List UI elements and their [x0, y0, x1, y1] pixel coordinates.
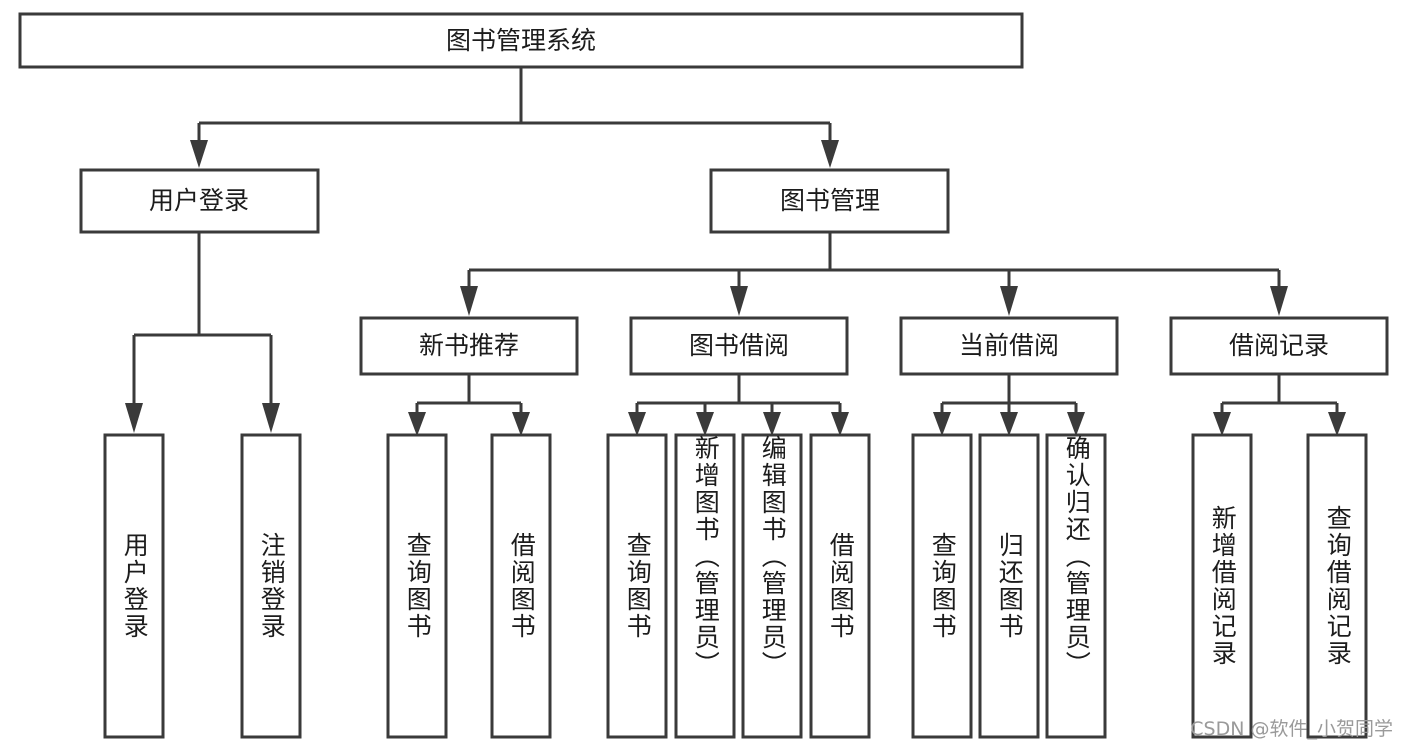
arrow-head-icon: [190, 140, 208, 168]
leaf-box-rect[interactable]: [1306, 433, 1368, 739]
connector-book-mgmt-to-level3: [460, 232, 1288, 316]
node-label: 图书管理: [780, 186, 880, 215]
leaf-node-return-book[interactable]: 归还图书: [980, 435, 1038, 737]
arrow-head-icon: [262, 403, 280, 433]
node-label: 借阅记录: [1229, 331, 1329, 360]
leaf-label: 确认归还（管理员）: [1062, 435, 1092, 678]
node-new-book-recommend[interactable]: 新书推荐: [359, 316, 579, 376]
leaf-box-rect[interactable]: [606, 433, 668, 739]
node-borrow-record[interactable]: 借阅记录: [1169, 316, 1389, 376]
leaf-label: 编辑图书（管理员）: [758, 435, 788, 678]
arrow-head-icon: [1000, 286, 1018, 316]
arrow-head-icon: [460, 286, 478, 316]
leaf-node-add-book-admin[interactable]: 新增图书（管理员）: [676, 435, 734, 737]
csdn-watermark: CSDN @软件_小贺同学: [1190, 718, 1393, 740]
leaf-box-rect[interactable]: [978, 433, 1040, 739]
leaf-node-logout[interactable]: 注销登录: [242, 435, 300, 737]
leaf-box-rect[interactable]: [741, 433, 803, 739]
node-book-management[interactable]: 图书管理: [709, 168, 950, 234]
arrow-head-icon: [933, 412, 951, 436]
leaf-label: 用户登录: [120, 532, 150, 640]
arrow-head-icon: [1067, 412, 1085, 436]
node-label: 图书管理系统: [446, 26, 596, 55]
leaf-node-borrow-book[interactable]: 借阅图书: [811, 435, 869, 737]
arrow-head-icon: [408, 412, 426, 436]
node-label: 新书推荐: [419, 331, 519, 360]
leaf-node-query-book-recommend[interactable]: 查询图书: [388, 435, 446, 737]
node-user-login[interactable]: 用户登录: [79, 168, 320, 234]
node-box-rect: [1169, 316, 1389, 376]
node-book-borrow[interactable]: 图书借阅: [629, 316, 849, 376]
node-box-rect: [18, 12, 1024, 69]
leaf-node-query-book[interactable]: 查询图书: [608, 435, 666, 737]
leaf-node-query-borrow-record[interactable]: 查询借阅记录: [1308, 435, 1366, 737]
leaf-label: 查询借阅记录: [1323, 505, 1353, 667]
node-root-system[interactable]: 图书管理系统: [18, 12, 1024, 69]
node-box-rect: [359, 316, 579, 376]
leaf-node-query-book-current[interactable]: 查询图书: [913, 435, 971, 737]
arrow-head-icon: [512, 412, 530, 436]
leaf-node-add-borrow-record[interactable]: 新增借阅记录: [1193, 435, 1251, 737]
arrow-head-icon: [125, 403, 143, 433]
leaf-box-rect[interactable]: [490, 433, 552, 739]
leaf-box-rect[interactable]: [1191, 433, 1253, 739]
arrow-head-icon: [1328, 412, 1346, 436]
leaf-box-rect[interactable]: [386, 433, 448, 739]
leaf-node-user-login[interactable]: 用户登录: [105, 435, 163, 737]
connector-borrow-record-to-leaves: [1213, 374, 1346, 436]
arrow-head-icon: [628, 412, 646, 436]
leaf-label: 查询图书: [928, 532, 958, 640]
node-label: 当前借阅: [959, 331, 1059, 360]
connector-new-book-to-leaves: [408, 374, 530, 436]
leaf-box-rect[interactable]: [103, 433, 165, 739]
leaf-boxes-new-book-recommend: [386, 433, 552, 739]
arrow-head-icon: [1270, 286, 1288, 316]
leaf-boxes-user-login: [103, 433, 302, 739]
leaf-label: 借阅图书: [826, 532, 856, 640]
arrow-head-icon: [821, 140, 839, 168]
leaf-label: 注销登录: [257, 532, 287, 640]
leaf-box-rect[interactable]: [809, 433, 871, 739]
leaf-node-confirm-return-admin[interactable]: 确认归还（管理员）: [1047, 435, 1105, 737]
node-box-rect: [709, 168, 950, 234]
connector-book-borrow-to-leaves: [628, 374, 849, 436]
node-box-rect: [899, 316, 1119, 376]
leaf-label: 归还图书: [995, 532, 1025, 640]
node-label: 用户登录: [149, 186, 249, 215]
leaf-label: 查询图书: [403, 532, 433, 640]
leaf-node-borrow-book-recommend[interactable]: 借阅图书: [492, 435, 550, 737]
leaf-box-rect[interactable]: [911, 433, 973, 739]
arrow-head-icon: [1000, 412, 1018, 436]
leaf-label: 借阅图书: [507, 532, 537, 640]
connector-current-borrow-to-leaves: [933, 374, 1085, 436]
leaf-node-edit-book-admin[interactable]: 编辑图书（管理员）: [743, 435, 801, 737]
arrow-head-icon: [831, 412, 849, 436]
connector-root-to-level2: [190, 67, 839, 168]
leaf-box-rect[interactable]: [674, 433, 736, 739]
leaf-label: 查询图书: [623, 532, 653, 640]
node-box-rect: [629, 316, 849, 376]
connector-user-login-to-leaves: [125, 232, 280, 433]
leaf-box-rect[interactable]: [240, 433, 302, 739]
arrow-head-icon: [696, 412, 714, 436]
arrow-head-icon: [763, 412, 781, 436]
leaf-label: 新增借阅记录: [1208, 505, 1238, 667]
leaf-boxes-book-borrow: [606, 433, 871, 739]
leaf-box-rect[interactable]: [1045, 433, 1107, 739]
node-label: 图书借阅: [689, 331, 789, 360]
leaf-boxes-current-borrow: [911, 433, 1107, 739]
node-current-borrow[interactable]: 当前借阅: [899, 316, 1119, 376]
node-box-rect: [79, 168, 320, 234]
leaf-label: 新增图书（管理员）: [691, 435, 721, 678]
arrow-head-icon: [730, 286, 748, 316]
arrow-head-icon: [1213, 412, 1231, 436]
leaf-boxes-borrow-record: [1191, 433, 1368, 739]
